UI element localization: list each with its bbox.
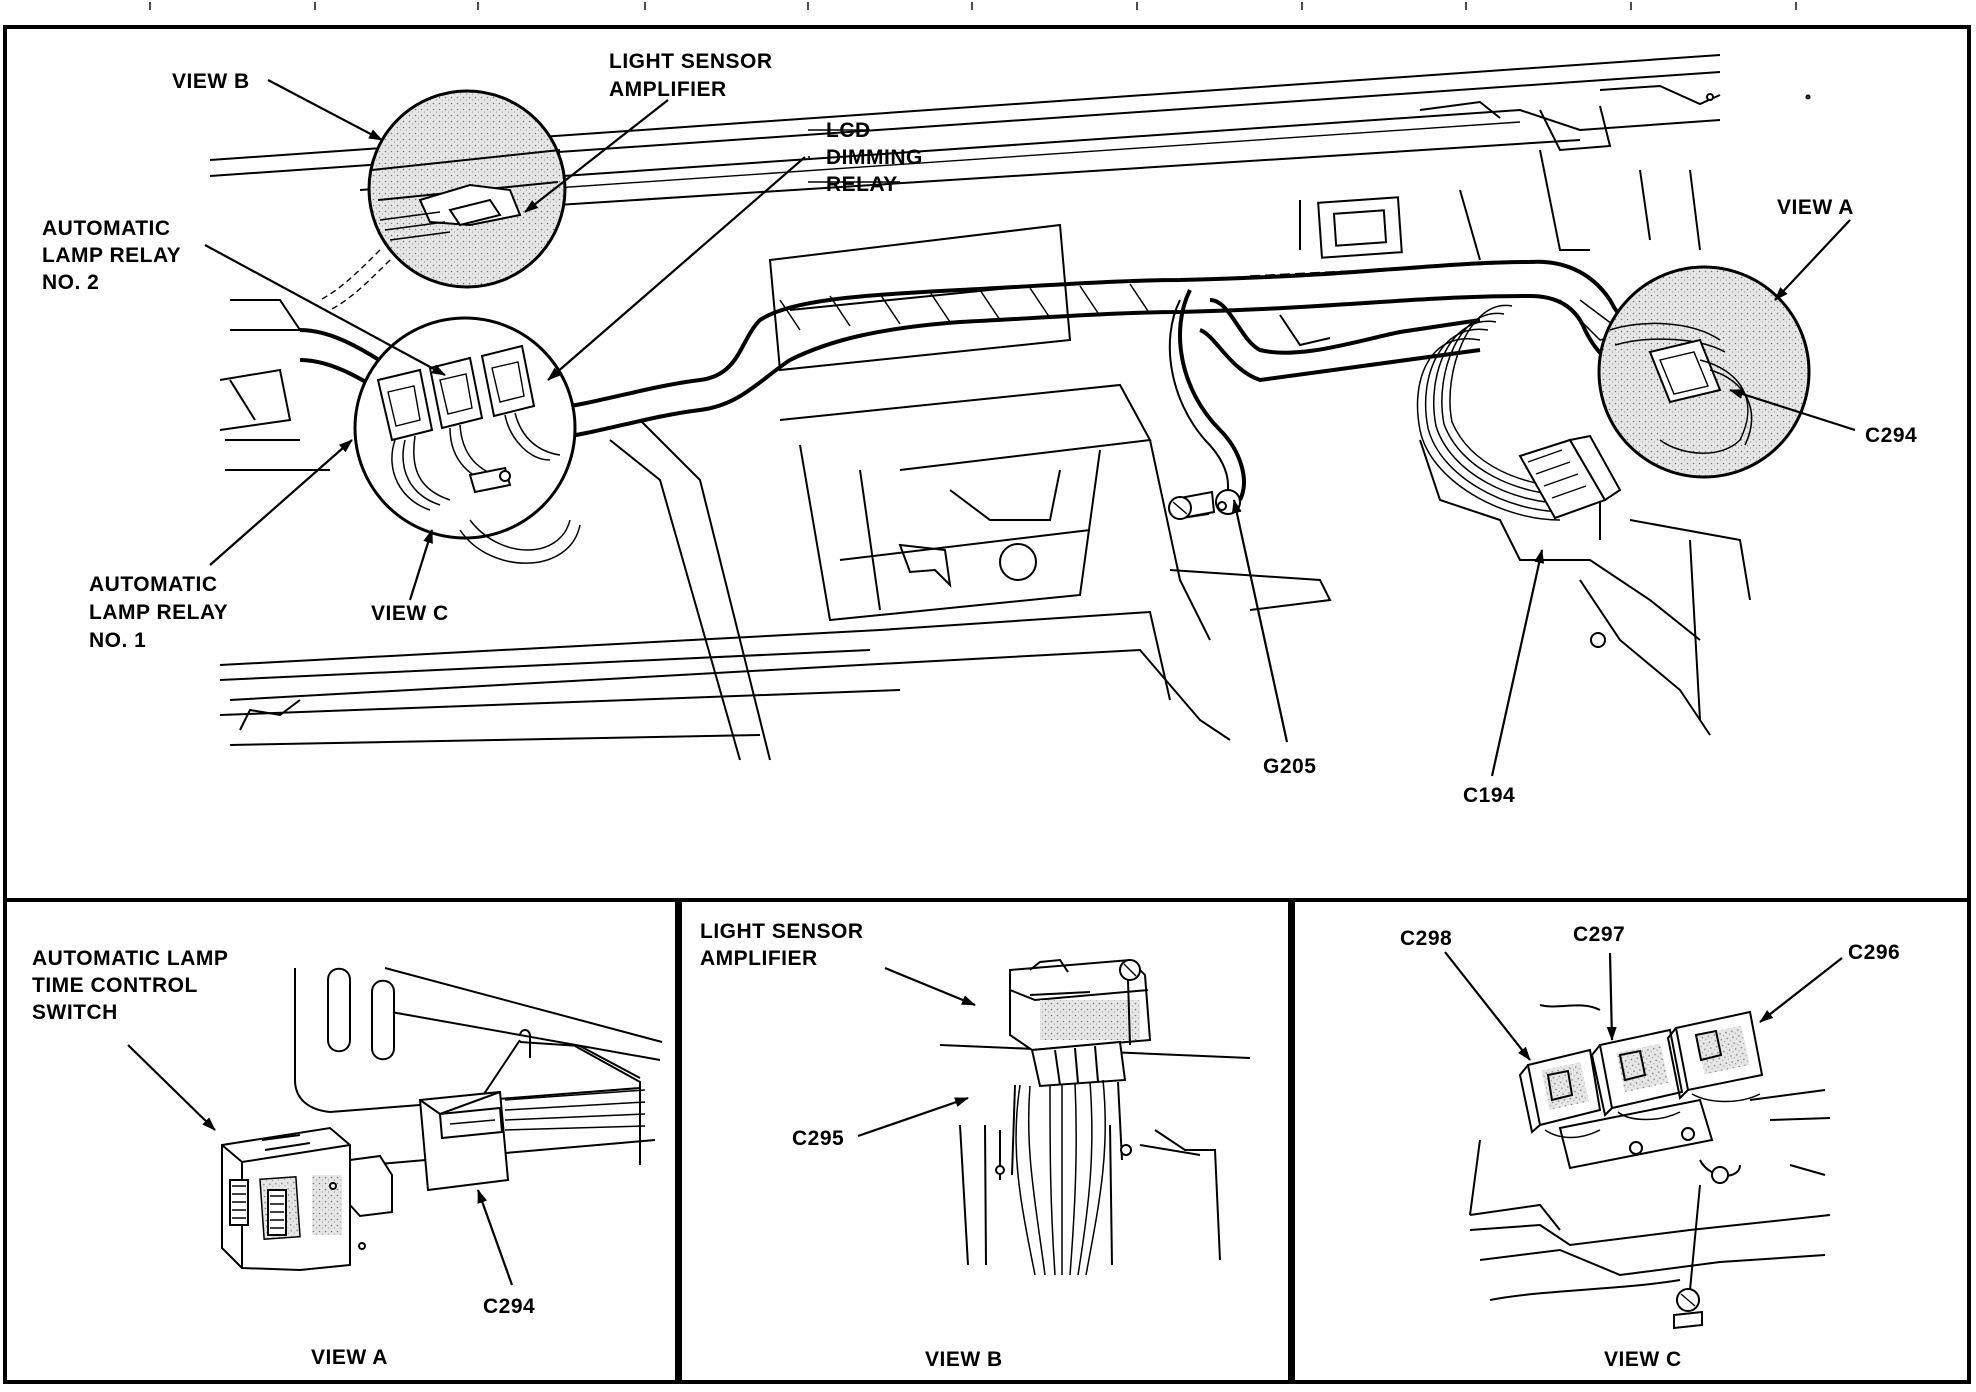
label-c194: C194: [1463, 784, 1515, 807]
view-b-amplifier-arrow: [884, 966, 976, 1007]
label-automatic-lamp-relay-1: AUTOMATIC LAMP RELAY NO. 1: [89, 573, 234, 652]
view-c-c298-arrow: [1444, 951, 1531, 1061]
view-c-label-c296: C296: [1848, 941, 1900, 964]
view-a-detail-circle: [1597, 265, 1811, 479]
label-c294: C294: [1865, 424, 1917, 447]
view-a-c294-arrow: [476, 1189, 514, 1286]
g205-ground-screw: [1168, 490, 1216, 520]
view-b-arrow: [267, 79, 383, 141]
view-a-label-switch: AUTOMATIC LAMP TIME CONTROL SWITCH: [32, 947, 234, 1024]
view-c-c297-arrow: [1606, 952, 1617, 1041]
view-c-panel: C298 C297 C296 VIEW C: [1291, 898, 1971, 1384]
view-a-switch-arrow: [127, 1044, 216, 1131]
main-view-panel: VIEW B LIGHT SENSOR AMPLIFIER LCD DIMMIN…: [3, 25, 1971, 902]
lcd-dimming-relay-arrow: [547, 156, 806, 381]
view-b-c295-arrow: [857, 1096, 969, 1138]
view-b-panel: LIGHT SENSOR AMPLIFIER C295 VIEW B: [678, 898, 1292, 1384]
view-b-detail-circle: [319, 89, 567, 311]
view-b-caption: VIEW B: [925, 1348, 1003, 1371]
c294-arrow: [1729, 388, 1856, 432]
top-ruler: [149, 2, 1797, 10]
view-c-label-c298: C298: [1400, 927, 1452, 950]
view-a-panel: AUTOMATIC LAMP TIME CONTROL SWITCH C294 …: [3, 898, 679, 1384]
label-light-sensor-amplifier: LIGHT SENSOR AMPLIFIER: [609, 50, 779, 101]
view-b-label-amplifier: LIGHT SENSOR AMPLIFIER: [700, 920, 870, 970]
automatic-lamp-relay-2-arrow: [204, 244, 446, 376]
label-g205: G205: [1263, 755, 1316, 778]
lcd-relay-leader: [808, 129, 900, 183]
light-sensor-amplifier-arrow: [524, 99, 669, 213]
g205-arrow: [1231, 499, 1289, 743]
label-view-c: VIEW C: [371, 602, 449, 625]
c194-arrow: [1490, 549, 1545, 777]
view-c-caption: VIEW C: [1604, 1348, 1682, 1371]
view-c-c296-arrow: [1759, 957, 1843, 1023]
label-automatic-lamp-relay-2: AUTOMATIC LAMP RELAY NO. 2: [42, 217, 187, 294]
view-b-label-c295: C295: [792, 1127, 844, 1150]
label-view-a: VIEW A: [1777, 196, 1854, 219]
view-c-label-c297: C297: [1573, 923, 1625, 946]
label-lcd-dimming-relay: LCD DIMMING RELAY: [826, 119, 929, 196]
view-c-detail-circle: [353, 316, 581, 564]
view-c-arrow: [408, 529, 434, 601]
automatic-lamp-relay-1-arrow: [209, 439, 353, 566]
label-view-b: VIEW B: [172, 70, 250, 93]
view-a-arrow: [1774, 219, 1851, 301]
view-a-label-c294: C294: [483, 1295, 535, 1318]
view-a-caption: VIEW A: [311, 1346, 388, 1369]
